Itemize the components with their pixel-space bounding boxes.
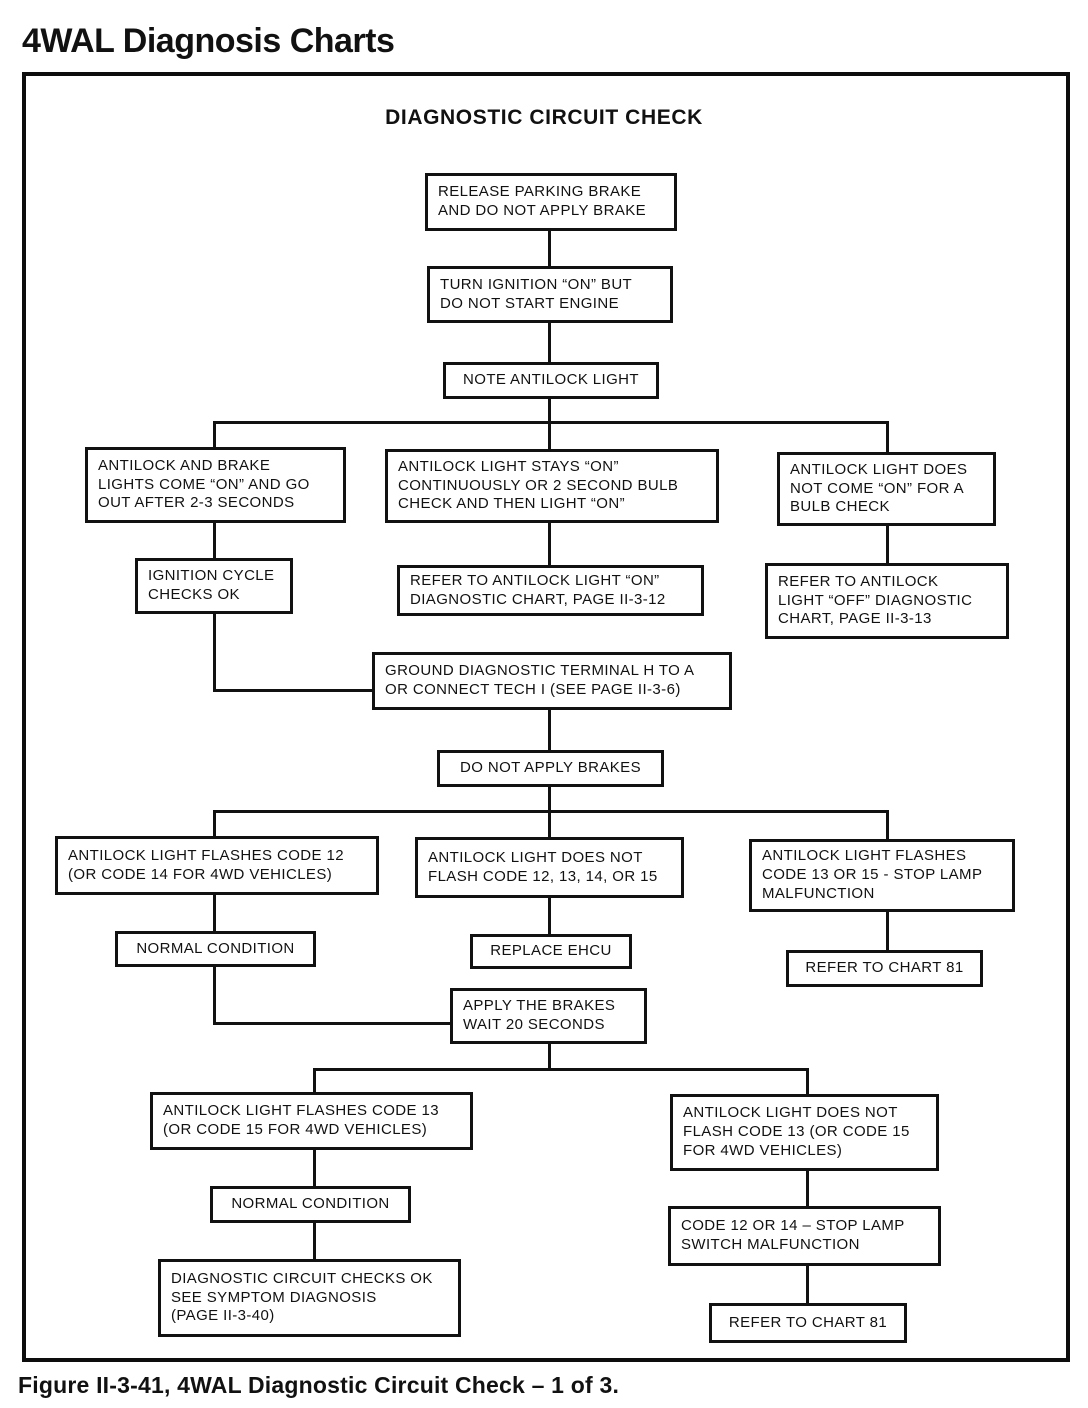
- flow-line: [213, 521, 216, 560]
- node-release-parking-brake: RELEASE PARKING BRAKE AND DO NOT APPLY B…: [425, 173, 677, 231]
- flow-line: [548, 784, 551, 812]
- flow-line: [213, 421, 889, 424]
- flow-line: [313, 1068, 316, 1094]
- chart-heading: DIAGNOSTIC CIRCUIT CHECK: [385, 106, 703, 129]
- flow-line: [806, 1169, 809, 1209]
- node-do-not-apply-brakes: DO NOT APPLY BRAKES: [437, 750, 664, 787]
- flow-line: [548, 708, 551, 752]
- node-normal-condition-2: NORMAL CONDITION: [210, 1186, 411, 1223]
- flow-line: [213, 689, 375, 692]
- node-refer-light-off-chart: REFER TO ANTILOCK LIGHT “OFF” DIAGNOSTIC…: [765, 563, 1009, 639]
- flow-line: [548, 421, 551, 452]
- flow-line: [213, 893, 216, 933]
- flow-line: [313, 1220, 316, 1262]
- flow-line: [548, 1042, 551, 1070]
- flow-line: [548, 810, 551, 839]
- node-light-not-on: ANTILOCK LIGHT DOES NOT COME “ON” FOR A …: [777, 452, 996, 526]
- node-flashes-code-12: ANTILOCK LIGHT FLASHES CODE 12 (OR CODE …: [55, 836, 379, 895]
- node-flashes-code-13: ANTILOCK LIGHT FLASHES CODE 13 (OR CODE …: [150, 1092, 473, 1150]
- flow-line: [548, 521, 551, 567]
- flow-line: [313, 1068, 809, 1071]
- flow-line: [213, 1022, 453, 1025]
- node-turn-ignition-on: TURN IGNITION “ON” BUT DO NOT START ENGI…: [427, 266, 673, 323]
- node-refer-chart-81-a: REFER TO CHART 81: [786, 950, 983, 987]
- flow-line: [213, 810, 216, 838]
- node-note-antilock-light: NOTE ANTILOCK LIGHT: [443, 362, 659, 399]
- flow-line: [548, 396, 551, 423]
- flow-line: [886, 524, 889, 565]
- flow-line: [886, 810, 889, 841]
- node-light-stays-on: ANTILOCK LIGHT STAYS “ON” CONTINUOUSLY O…: [385, 449, 719, 523]
- flow-line: [548, 896, 551, 936]
- flow-line: [806, 1068, 809, 1096]
- node-lights-come-on-go-out: ANTILOCK AND BRAKE LIGHTS COME “ON” AND …: [85, 447, 346, 523]
- node-ignition-cycle-ok: IGNITION CYCLE CHECKS OK: [135, 558, 293, 614]
- figure-caption: Figure II-3-41, 4WAL Diagnostic Circuit …: [18, 1372, 620, 1398]
- flow-line: [313, 1148, 316, 1188]
- flow-line: [548, 228, 551, 268]
- node-no-flash-12-15: ANTILOCK LIGHT DOES NOT FLASH CODE 12, 1…: [415, 837, 684, 898]
- flow-line: [213, 421, 216, 449]
- node-apply-brakes-wait: APPLY THE BRAKES WAIT 20 SECONDS: [450, 988, 647, 1044]
- flow-line: [806, 1263, 809, 1306]
- node-no-flash-13: ANTILOCK LIGHT DOES NOT FLASH CODE 13 (O…: [670, 1094, 939, 1171]
- flow-line: [886, 910, 889, 952]
- flow-line: [886, 421, 889, 454]
- flow-line: [213, 810, 889, 813]
- flow-line: [213, 965, 216, 1025]
- node-diagnostic-checks-ok: DIAGNOSTIC CIRCUIT CHECKS OK SEE SYMPTOM…: [158, 1259, 461, 1337]
- node-refer-light-on-chart: REFER TO ANTILOCK LIGHT “ON” DIAGNOSTIC …: [397, 565, 704, 616]
- node-normal-condition-1: NORMAL CONDITION: [115, 931, 316, 967]
- node-ground-terminal: GROUND DIAGNOSTIC TERMINAL H TO A OR CON…: [372, 652, 732, 710]
- node-replace-ehcu: REPLACE EHCU: [470, 934, 632, 969]
- node-code-12-14-stop-lamp: CODE 12 OR 14 – STOP LAMP SWITCH MALFUNC…: [668, 1206, 941, 1266]
- node-flashes-13-15-stop-lamp: ANTILOCK LIGHT FLASHES CODE 13 OR 15 - S…: [749, 839, 1015, 912]
- flow-line: [548, 320, 551, 364]
- node-refer-chart-81-b: REFER TO CHART 81: [709, 1303, 907, 1343]
- flow-line: [213, 612, 216, 692]
- page-title: 4WAL Diagnosis Charts: [22, 22, 395, 60]
